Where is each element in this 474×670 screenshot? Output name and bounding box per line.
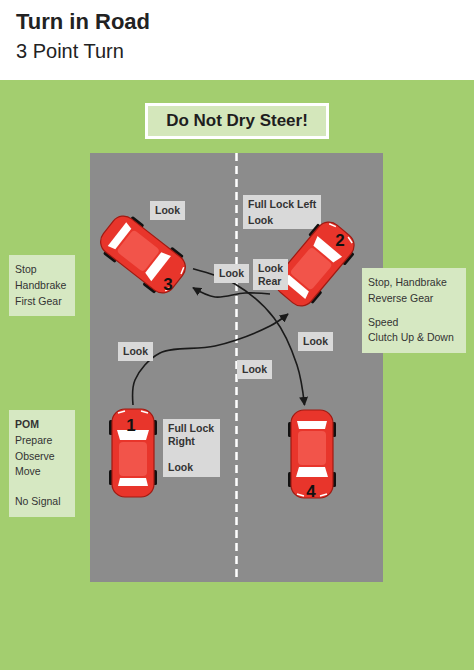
instruction-box: POMPrepareObserveMove No Signal [9,410,75,517]
car-roof [119,442,147,476]
callout-number: 3 [163,276,172,293]
box-text: Look [303,335,328,348]
box-text: Stop [15,262,69,278]
car: 1 [110,405,156,501]
box-text: Handbrake [15,278,69,294]
box-text: Look [168,461,215,474]
road [90,153,383,582]
box-text: Prepare [15,433,69,449]
box-text: Reverse Gear [368,291,460,307]
instruction-box: Stop, HandbrakeReverse GearSpeedClutch U… [362,268,466,353]
look-tag: Look [118,342,153,361]
box-text: Full Lock Left [248,198,316,211]
look-tag: Look [150,201,185,220]
box-text: Full Lock Right [168,422,215,447]
look-tag: Look [237,360,272,379]
box-text: Look [242,363,267,376]
car-body [95,211,190,298]
car-drawing [93,207,193,302]
box-text: Look [155,204,180,217]
title-band [0,0,474,80]
steer-tag: Full Lock LeftLook [243,195,321,229]
box-text: Look [219,267,244,280]
title: Turn in Road [16,9,150,35]
instruction-box: StopHandbrakeFirst Gear [9,255,75,316]
box-text: Do Not Dry Steer! [166,111,308,131]
box-text: POM [15,417,69,433]
car: 4 [287,405,337,503]
callout-number: 1 [126,417,135,434]
box-text: Observe [15,449,69,465]
box-text: Look Rear [258,262,283,287]
manoeuvre-arrow [133,314,288,405]
box-text: Look [248,214,316,227]
box-text: Look [123,345,148,358]
subtitle: 3 Point Turn [16,40,124,63]
steer-tag: Full Lock RightLook [163,419,220,477]
box-text: No Signal [15,494,69,510]
rear-window [108,222,133,251]
car-roof [298,431,326,465]
car: 3 [93,207,193,302]
car-body [112,409,154,497]
look-tag: Look Rear [253,259,288,290]
look-tag: Look [298,332,333,351]
box-text: First Gear [15,294,69,310]
callout-number: 4 [306,483,315,500]
rear-window [118,478,148,486]
warning-box: Do Not Dry Steer! [145,103,329,139]
box-text: Stop, Handbrake [368,275,460,291]
windscreen [296,467,328,477]
look-tag: Look [214,264,249,283]
box-text: Move [15,464,69,480]
callout-number: 2 [335,232,344,249]
box-text: Clutch Up & Down [368,330,460,346]
rear-window [297,421,327,429]
headlights [118,411,148,413]
box-text: Speed [368,315,460,331]
